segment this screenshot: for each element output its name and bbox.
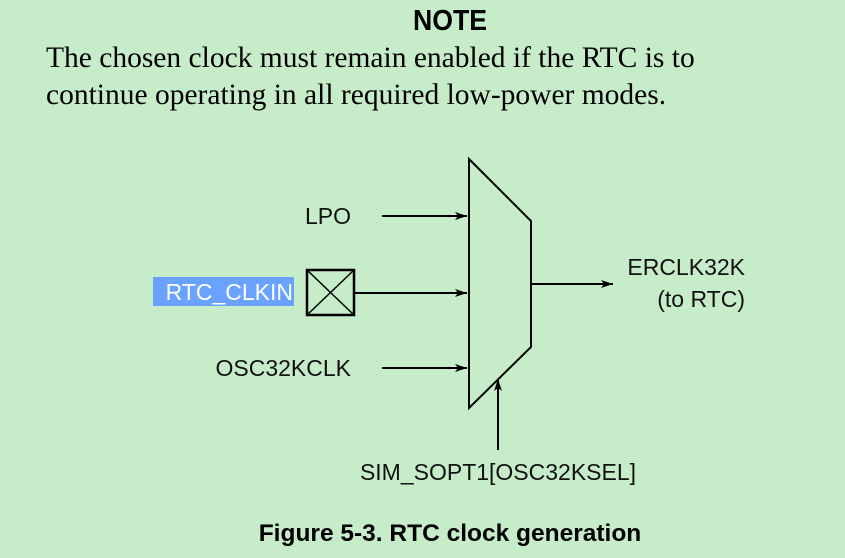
- input-label-rtc-clkin[interactable]: RTC_CLKIN: [166, 279, 293, 305]
- note-text-line-2: continue operating in all required low-p…: [46, 79, 667, 111]
- pin-box-icon: [305, 268, 356, 317]
- input-label-lpo: LPO: [305, 203, 351, 229]
- multiplexer: [468, 156, 532, 411]
- note-title: NOTE: [412, 5, 488, 37]
- select-label: SIM_SOPT1[OSC32KSEL]: [360, 459, 636, 485]
- selection-highlight: [153, 277, 294, 306]
- figure-caption: Figure 5-3. RTC clock generation: [258, 520, 642, 547]
- note-text: The chosen clock must remain enabled if …: [46, 40, 695, 114]
- input-label-osc32kclk: OSC32KCLK: [215, 355, 351, 381]
- output-label: ERCLK32K: [627, 254, 745, 280]
- note-text-line-1: The chosen clock must remain enabled if …: [46, 42, 695, 74]
- output-sublabel: (to RTC): [657, 286, 745, 312]
